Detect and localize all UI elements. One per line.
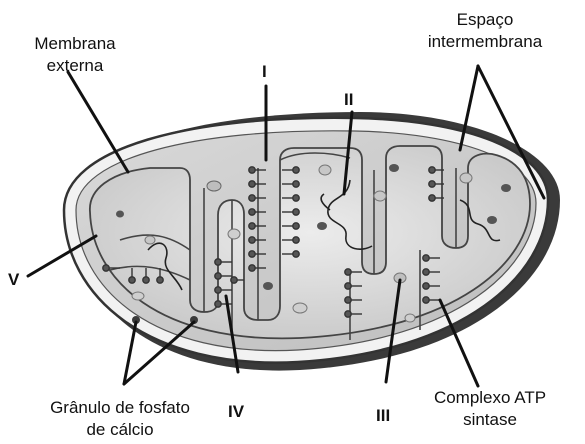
label-granule-line1: Grânulo de fosfato: [30, 398, 210, 418]
marker-II: II: [344, 90, 353, 110]
marker-I: I: [262, 62, 267, 82]
label-intermembrane-line2: intermembrana: [415, 32, 555, 52]
marker-V: V: [8, 270, 19, 290]
label-atp-synthase-line2: sintase: [420, 410, 560, 430]
marker-III: III: [376, 406, 390, 426]
label-granule-line2: de cálcio: [30, 420, 210, 440]
marker-IV: IV: [228, 402, 244, 422]
label-intermembrane-line1: Espaço: [420, 10, 550, 30]
label-atp-synthase-line1: Complexo ATP: [420, 388, 560, 408]
label-outer-membrane-line2: externa: [20, 56, 130, 76]
label-outer-membrane-line1: Membrana: [20, 34, 130, 54]
